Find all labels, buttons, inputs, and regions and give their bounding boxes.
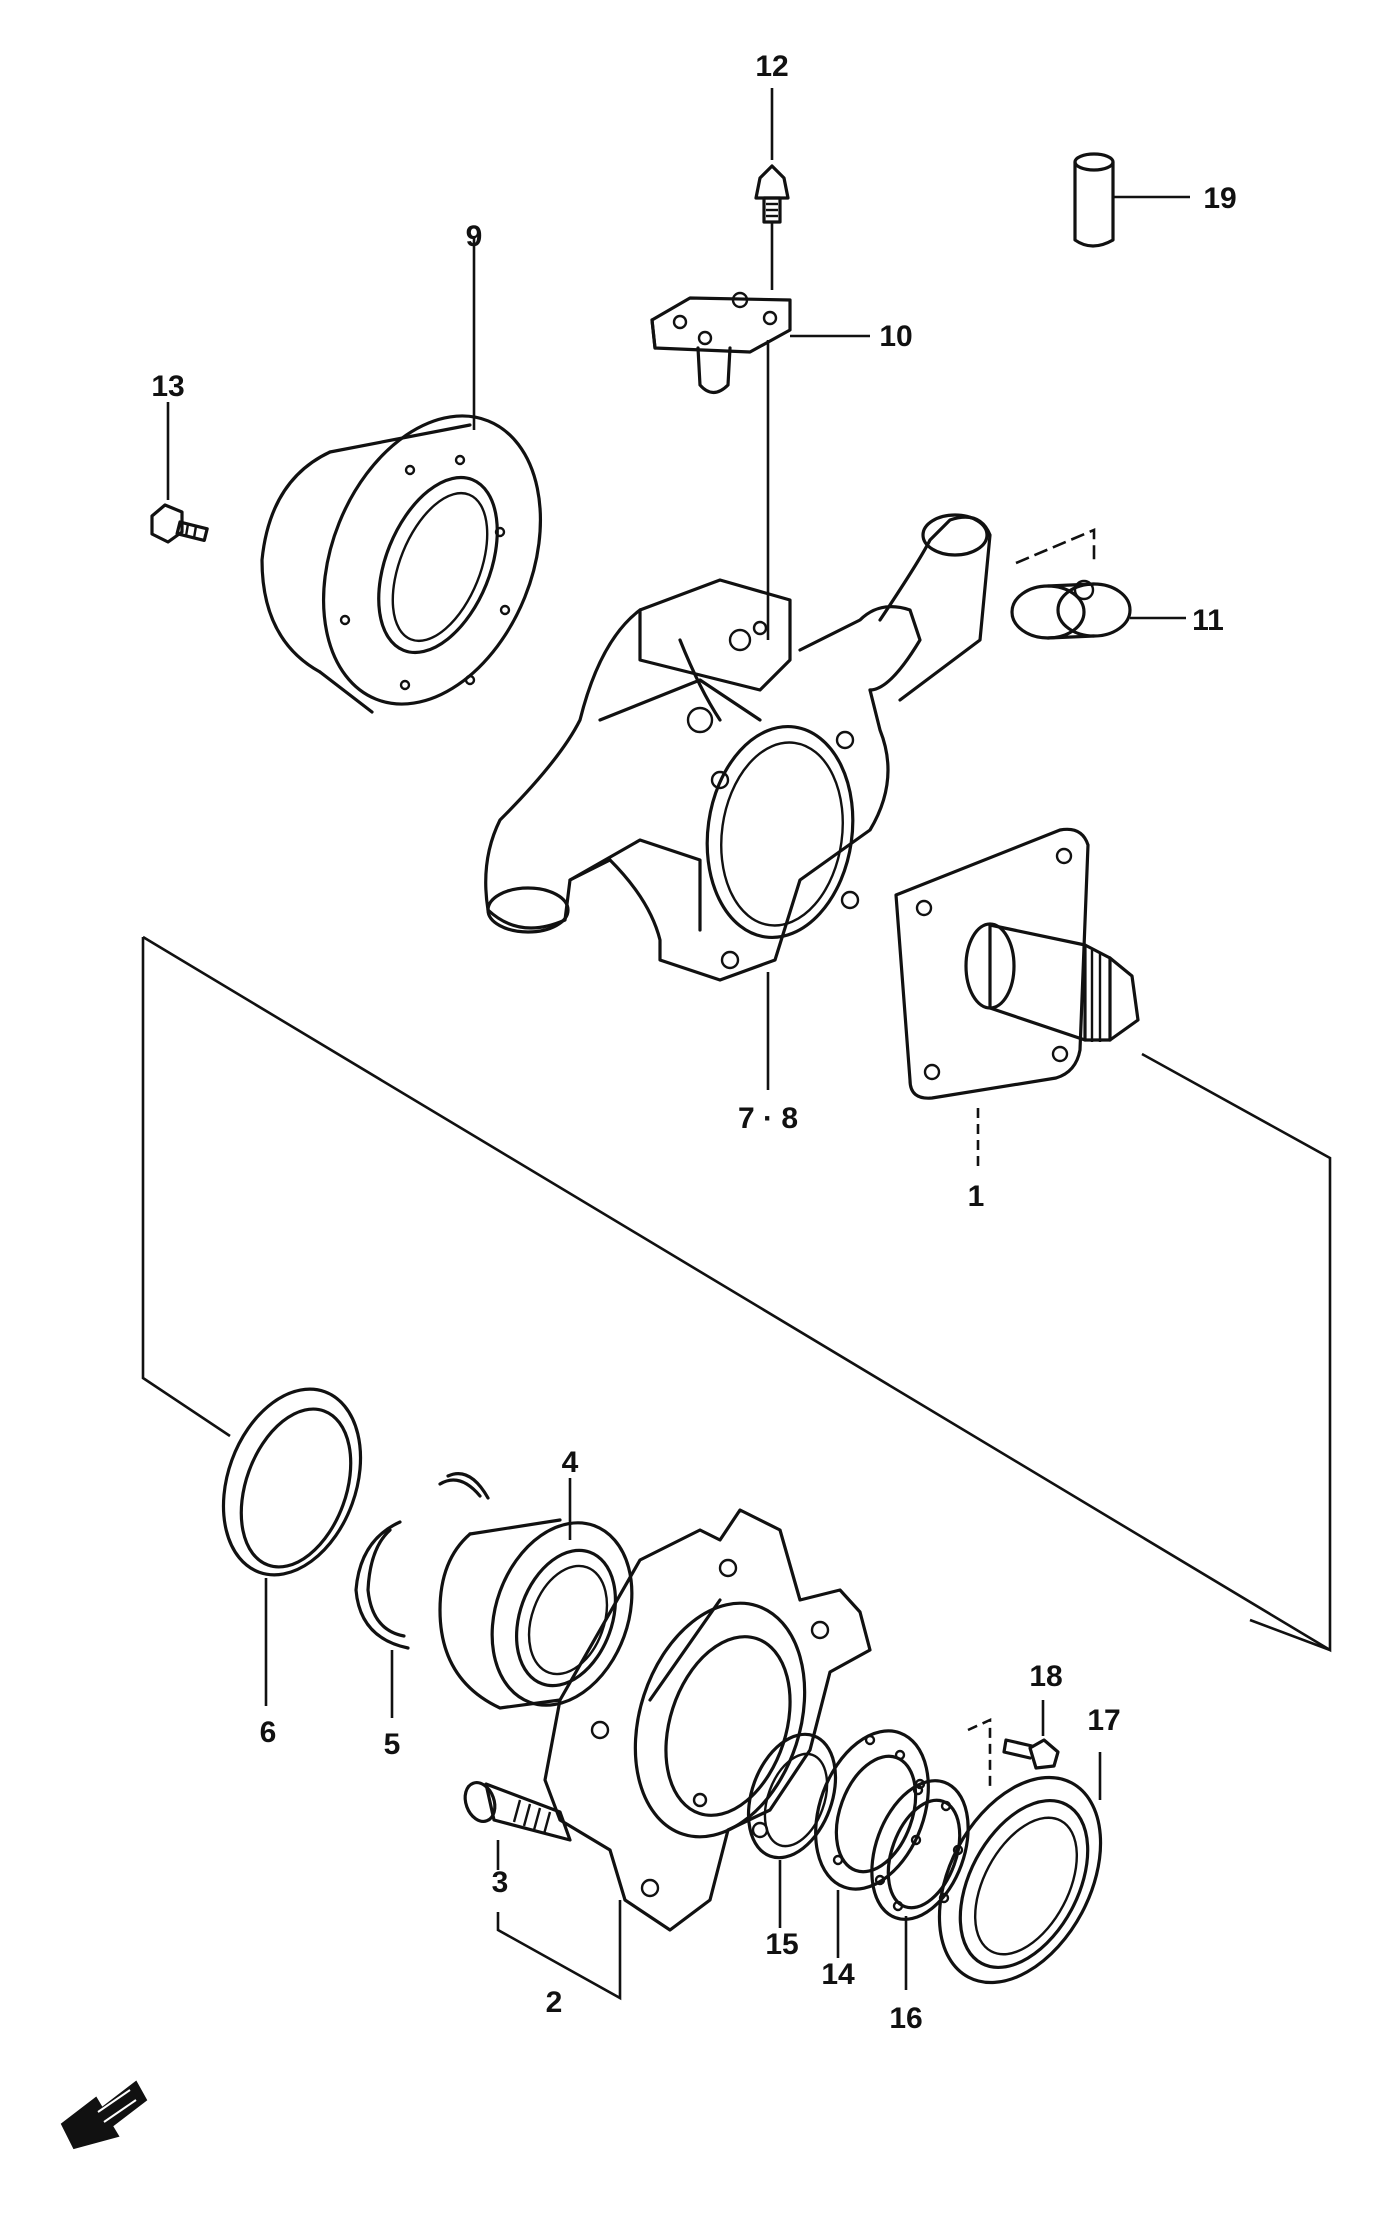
part-17-oil-seal [937,1752,1103,1985]
callout-16: 16 [889,2002,922,2035]
callout-14: 14 [821,1958,855,1991]
callout-3: 3 [492,1866,509,1899]
callout-1: 1 [968,1180,985,1213]
part-6-seal-ring [221,1387,363,1706]
part-14-lock-washer [814,1729,930,1958]
callout-6: 6 [260,1716,277,1749]
part-2-hub-flange [496,1508,872,2001]
callout-5: 5 [384,1728,401,1761]
callout-13: 13 [151,370,184,403]
part-7-8-steering-knuckle [484,513,992,1090]
callout-15: 15 [765,1928,798,1961]
part-19-pin [1073,152,1190,248]
callout-7-8: 7 · 8 [738,1102,798,1135]
callout-11: 11 [1192,604,1224,637]
callout-labels: 12 19 9 10 13 11 7 · 8 1 4 18 17 6 5 3 1… [151,50,1236,2035]
callout-19: 19 [1203,182,1236,215]
part-13-bolt [150,402,209,544]
part-3-hub-bolt [463,1781,572,1870]
part-18-screw [967,1700,1060,1790]
callout-2: 2 [546,1986,563,2019]
part-12-grease-nipple [754,88,790,290]
part-9-oil-seal [260,236,543,714]
callout-9: 9 [466,220,483,253]
part-16-lock-ring [870,1778,970,1990]
part-11-bushing [1010,528,1186,640]
callout-17: 17 [1087,1704,1120,1737]
callout-12: 12 [755,50,788,83]
assembly-outline [141,935,1332,1653]
part-1-spindle [894,827,1140,1170]
callout-18: 18 [1029,1660,1062,1693]
front-direction-arrow-icon [60,2080,148,2150]
part-4-bearing [438,1478,634,1710]
part-10-kingpin-cap [650,291,870,640]
callout-10: 10 [879,320,912,353]
part-5-snap-ring [354,1472,490,1718]
part-15-spacer [746,1732,838,1928]
callout-4: 4 [562,1446,579,1479]
